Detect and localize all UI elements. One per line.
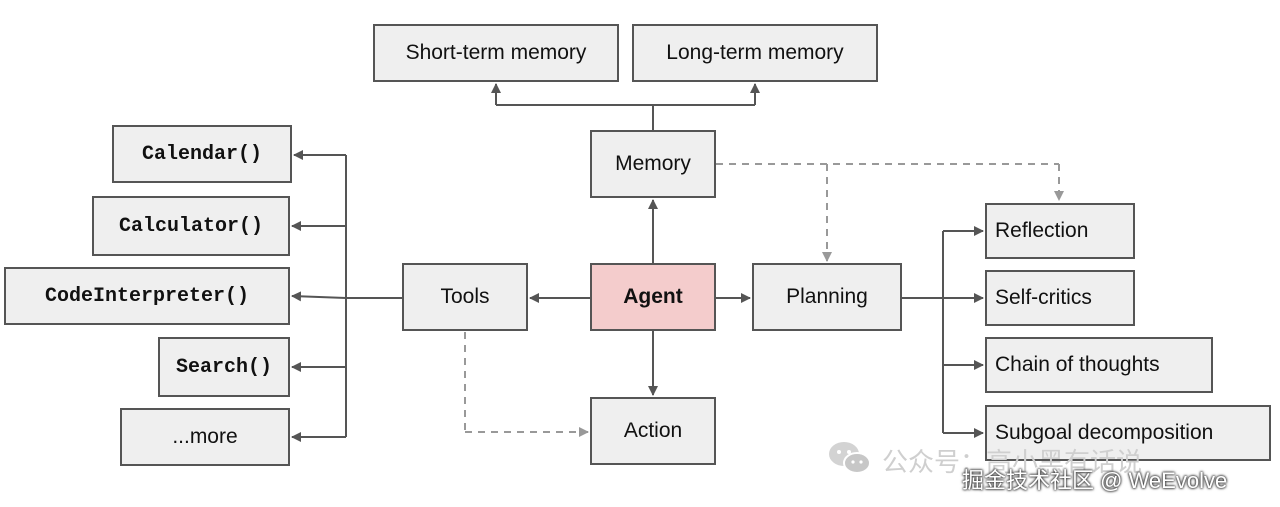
- action-node: Action: [590, 397, 716, 465]
- agent-connectors: [529, 199, 751, 396]
- planning-node: Planning: [752, 263, 902, 331]
- wechat-icon: [829, 442, 871, 474]
- tools-connectors: [291, 150, 402, 442]
- calculator-node: Calculator(): [92, 196, 290, 256]
- planning-connectors: [902, 226, 984, 438]
- more-node: ...more: [120, 408, 290, 466]
- short-term-memory-node: Short-term memory: [373, 24, 619, 82]
- search-node: Search(): [158, 337, 290, 397]
- chain-of-thoughts-node: Chain of thoughts: [985, 337, 1213, 393]
- reflection-node: Reflection: [985, 203, 1135, 259]
- watermark-community: 掘金技术社区 @ WeEvolve: [962, 468, 1228, 493]
- long-term-memory-node: Long-term memory: [632, 24, 878, 82]
- watermark-account: 公众号：高小黑有话说: [882, 447, 1143, 477]
- memory-node: Memory: [590, 130, 716, 198]
- self-critics-node: Self-critics: [985, 270, 1135, 326]
- dashed-connectors: [464, 163, 1064, 437]
- subgoal-decomposition-node: Subgoal decomposition: [985, 405, 1271, 461]
- memory-to-stores-connector: [491, 83, 760, 131]
- tools-node: Tools: [402, 263, 528, 331]
- calendar-node: Calendar(): [112, 125, 292, 183]
- code-interpreter-node: CodeInterpreter(): [4, 267, 290, 325]
- agent-node: Agent: [590, 263, 716, 331]
